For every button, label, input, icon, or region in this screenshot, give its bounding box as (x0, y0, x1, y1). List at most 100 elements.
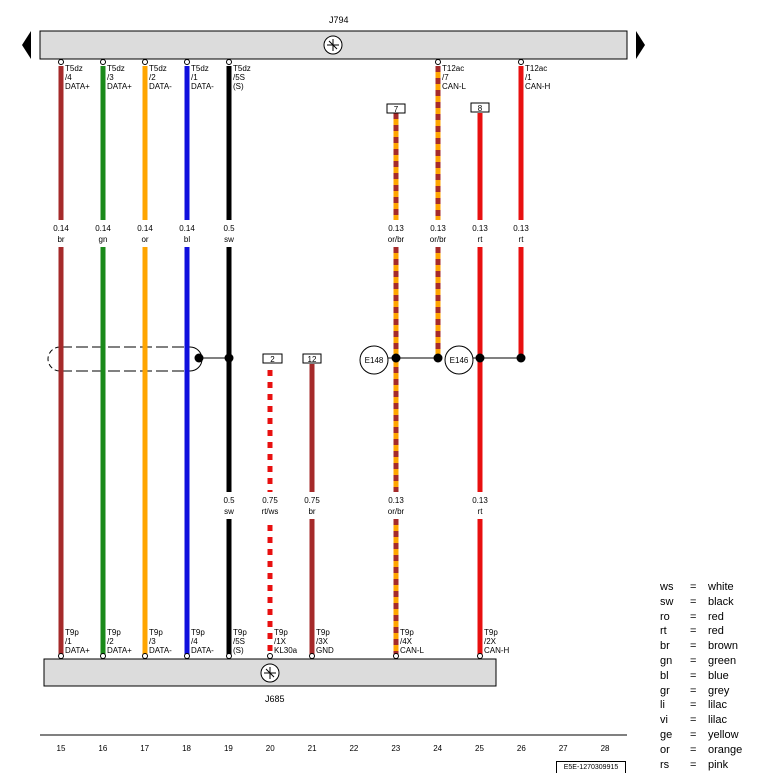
legend-abbr: gn (660, 654, 673, 667)
wire-mid-label: br (57, 235, 64, 244)
connector-box[interactable] (302, 353, 322, 364)
legend-abbr: vi (660, 714, 668, 727)
ground-symbol-icon (260, 663, 280, 683)
terminal-top (100, 59, 106, 65)
wire-bot-label: 0.13 (388, 496, 404, 505)
top-pin-label: DATA- (149, 82, 172, 91)
legend-eq: = (690, 669, 697, 682)
splice-e146[interactable]: E146 (444, 345, 474, 375)
legend-row: rt=red (660, 624, 764, 639)
wire-bot-label: sw (224, 507, 234, 516)
bottom-pin-label: (S) (233, 646, 244, 655)
ruler-number: 26 (517, 744, 526, 753)
top-component[interactable]: J794 (22, 15, 645, 60)
terminal-bottom (267, 653, 273, 659)
connector-box[interactable] (470, 102, 490, 113)
wire-mid-label: gn (99, 235, 108, 244)
wire-mid-label: 0.13 (388, 224, 404, 233)
top-pin-label: T12ac (442, 64, 464, 73)
ruler-number: 22 (349, 744, 358, 753)
wire-mid-label: rt (478, 235, 484, 244)
color-legend: ws=white sw=black ro=red rt=red br=brown… (660, 580, 764, 772)
ruler-number: 17 (140, 744, 149, 753)
top-pin-label: T5dz (149, 64, 167, 73)
ruler-number: 25 (475, 744, 484, 753)
connector-box[interactable] (262, 353, 283, 364)
terminal-top (184, 59, 190, 65)
bottom-pin-label: DATA- (191, 646, 214, 655)
legend-row: rs=pink (660, 758, 764, 773)
wire-mid-label: 0.14 (137, 224, 153, 233)
bottom-pin-label: T9p (191, 628, 205, 637)
legend-row: vi=lilac (660, 713, 764, 728)
legend-abbr: bl (660, 669, 669, 682)
wire-bot-label: 0.75 (262, 496, 278, 505)
wire-mid-label: or (141, 235, 148, 244)
splice-e148[interactable]: E148 (359, 345, 389, 375)
legend-eq: = (690, 728, 697, 741)
legend-abbr: or (660, 743, 670, 756)
legend-row: bl = blue (660, 669, 764, 684)
bottom-pin-label: T9p (65, 628, 79, 637)
junction-dot (433, 353, 443, 363)
wires-layer: T5dz/4DATA+0.14brT9p/1DATA+T5dz/3DATA+0.… (53, 59, 551, 659)
terminal-top (58, 59, 64, 65)
bottom-pin-label: DATA+ (107, 646, 132, 655)
connector-box[interactable] (386, 103, 406, 114)
bottom-pin-label: /3X (316, 637, 329, 646)
legend-eq: = (690, 758, 697, 771)
splice-e146-label: E146 (450, 356, 469, 365)
legend-row: sw=black (660, 595, 764, 610)
top-pin-label: /5S (233, 73, 245, 82)
top-pin-label: (S) (233, 82, 244, 91)
wire-bot-label: 0.13 (472, 496, 488, 505)
terminal-bottom (142, 653, 148, 659)
legend-color-name: yellow (708, 728, 739, 741)
top-pin-label: /7 (442, 73, 449, 82)
legend-eq: = (690, 581, 697, 593)
legend-row: ws=white (660, 580, 764, 595)
bottom-pin-label: /2X (484, 637, 497, 646)
cable-shield (47, 346, 203, 372)
bottom-pin-label: DATA+ (65, 646, 90, 655)
ruler-number: 21 (308, 744, 317, 753)
ruler-number: 24 (433, 744, 442, 753)
splice-e148-label: E148 (365, 356, 384, 365)
bottom-pin-label: T9p (484, 628, 498, 637)
wire-bot-label: 0.5 (223, 496, 235, 505)
wire-bot-label: br (308, 507, 315, 516)
legend-color-name: lilac (708, 699, 727, 712)
top-pin-label: /3 (107, 73, 114, 82)
legend-color-name: lilac (708, 714, 727, 727)
bottom-pin-label: /5S (233, 637, 245, 646)
wire-mid-label: 0.14 (179, 224, 195, 233)
ruler-number: 18 (182, 744, 191, 753)
bottom-pin-label: CAN-H (484, 646, 510, 655)
top-pin-label: /4 (65, 73, 72, 82)
legend-color-name: blue (708, 669, 729, 682)
bottom-pin-label: /1 (65, 637, 72, 646)
bottom-component-label: J685 (265, 694, 285, 704)
legend-color-name: white (708, 581, 734, 593)
top-pin-label: /1 (525, 73, 532, 82)
legend-eq: = (690, 699, 697, 712)
legend-row: gn=green (660, 654, 764, 669)
top-pin-label: T5dz (107, 64, 125, 73)
legend-abbr: gr (660, 684, 670, 697)
legend-abbr: rs (660, 758, 670, 771)
bottom-pin-label: T9p (316, 628, 330, 637)
bottom-pin-label: /4 (191, 637, 198, 646)
wire-mid-label: 0.13 (430, 224, 446, 233)
bottom-component[interactable]: J685 (43, 658, 497, 704)
